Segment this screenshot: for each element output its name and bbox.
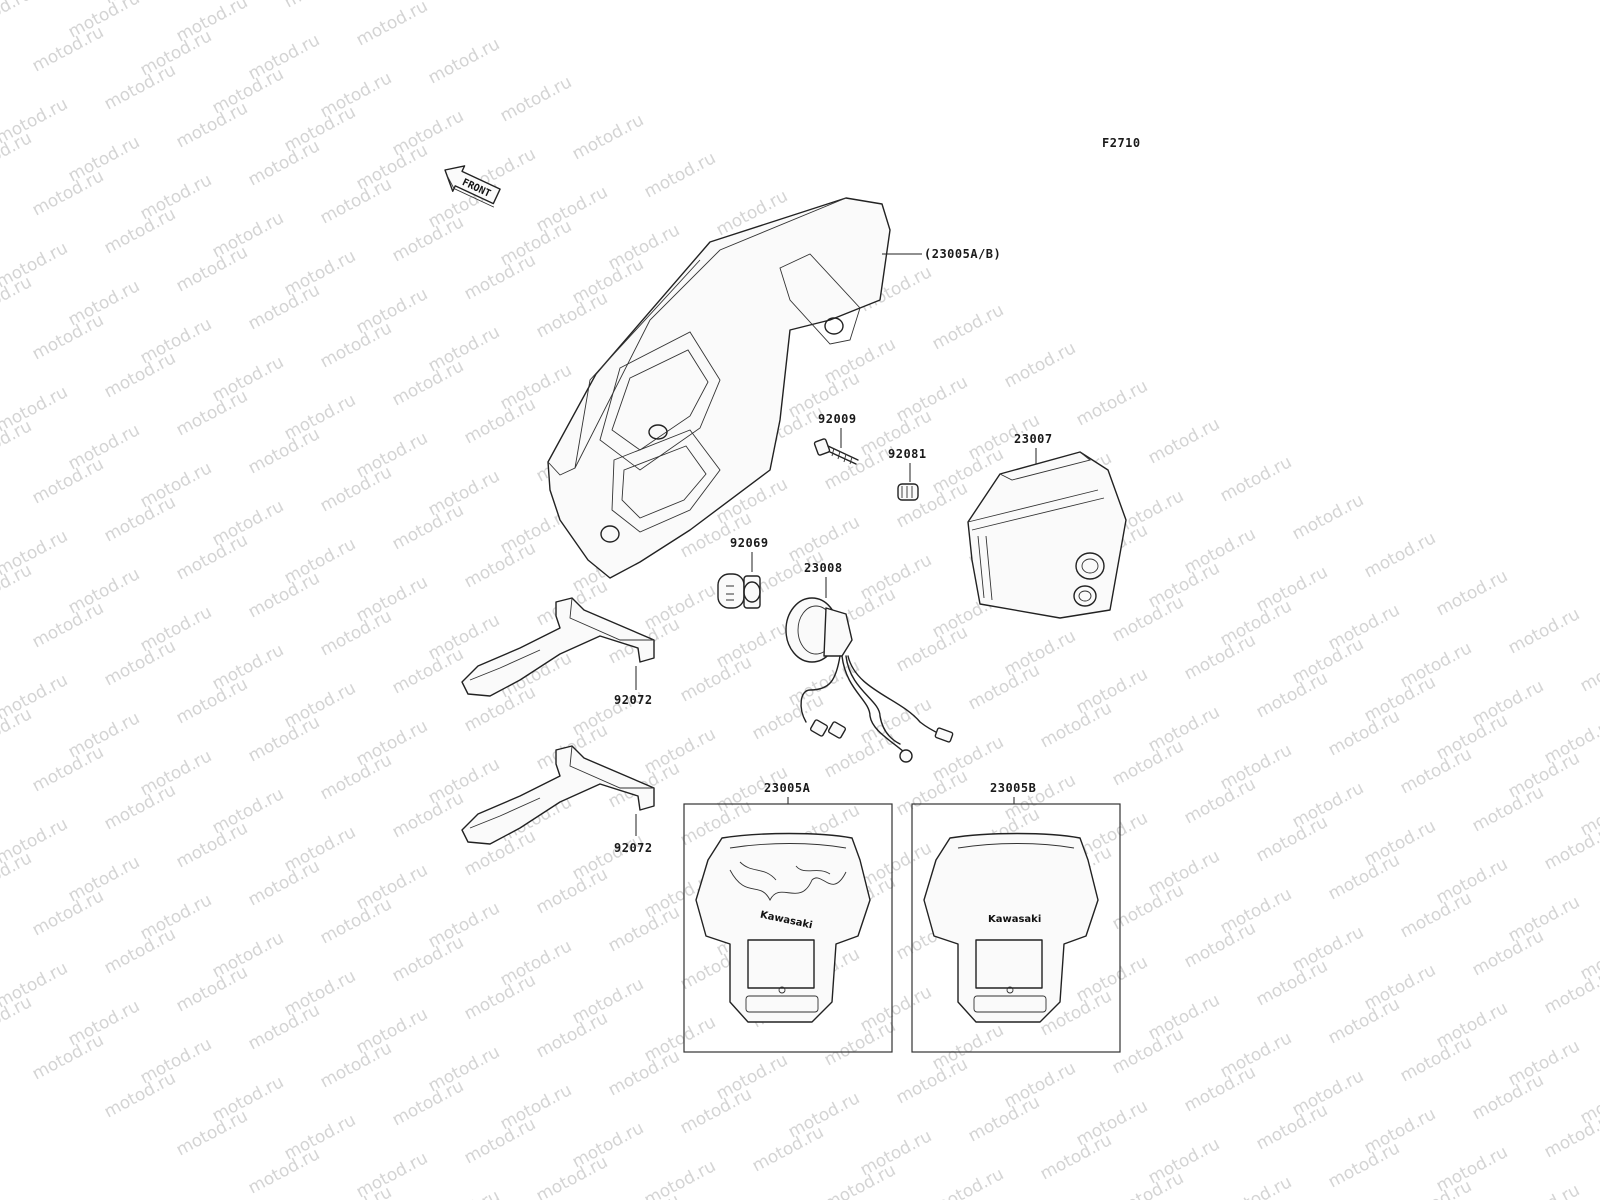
- watermark-text: motod.ru: [641, 1156, 719, 1200]
- label-socket: 23008: [804, 561, 843, 575]
- watermark-text: motod.ru: [281, 0, 359, 12]
- label-headlight-cover: (23005A/B): [924, 247, 1001, 261]
- watermark-text: motod.ru: [425, 1186, 503, 1200]
- number-plate-b-icon: Kawasaki: [923, 832, 1099, 1023]
- variant-b-box: [911, 803, 1121, 1053]
- watermark-text: motod.ru: [1577, 642, 1600, 696]
- watermark-text: motod.ru: [1289, 490, 1367, 544]
- watermark-text: motod.ru: [425, 34, 503, 88]
- label-bolt: 92009: [818, 412, 857, 426]
- headlight-unit-icon: [967, 451, 1127, 619]
- label-bracket-lower: 92072: [614, 841, 653, 855]
- watermark-text: motod.ru: [1217, 1172, 1295, 1200]
- watermark-text: motod.ru: [1433, 566, 1511, 620]
- watermark-text: motod.ru: [0, 0, 35, 38]
- watermark-text: motod.ru: [353, 1148, 431, 1200]
- watermark-text: motod.ru: [353, 0, 431, 50]
- label-variant-b: 23005B: [990, 781, 1036, 795]
- watermark-text: motod.ru: [1217, 452, 1295, 506]
- watermark-text: motod.ru: [497, 72, 575, 126]
- label-bracket-upper: 92072: [614, 693, 653, 707]
- label-variant-a: 23005A: [764, 781, 811, 795]
- label-bulb: 92069: [730, 536, 769, 550]
- watermark-text: motod.ru: [1145, 414, 1223, 468]
- brand-logo-b: Kawasaki: [988, 914, 1041, 925]
- watermark-text: motod.ru: [569, 110, 647, 164]
- label-grommet: 92081: [888, 447, 927, 461]
- bracket-upper-icon: [461, 597, 655, 697]
- grommet-icon: [897, 483, 919, 501]
- watermark-text: motod.ru: [929, 1164, 1007, 1200]
- headlight-cover-icon: [547, 197, 891, 579]
- number-plate-a-icon: Kawasaki: [695, 832, 871, 1023]
- socket-icon: [785, 597, 954, 763]
- watermark-text: motod.ru: [929, 300, 1007, 354]
- watermark-text: motod.ru: [1001, 338, 1079, 392]
- bracket-lower-icon: [461, 745, 655, 845]
- label-headlight-unit: 23007: [1014, 432, 1053, 446]
- watermark-text: motod.ru: [1361, 528, 1439, 582]
- watermark-text: motod.ru: [641, 148, 719, 202]
- bulb-icon: [717, 573, 761, 609]
- bolt-icon: [813, 438, 859, 465]
- watermark-text: motod.ru: [1505, 604, 1583, 658]
- watermark-text: motod.ru: [1505, 1180, 1583, 1200]
- diagram-code: F2710: [1102, 136, 1141, 150]
- variant-a-box: [683, 803, 893, 1053]
- watermark-text: motod.ru: [1073, 376, 1151, 430]
